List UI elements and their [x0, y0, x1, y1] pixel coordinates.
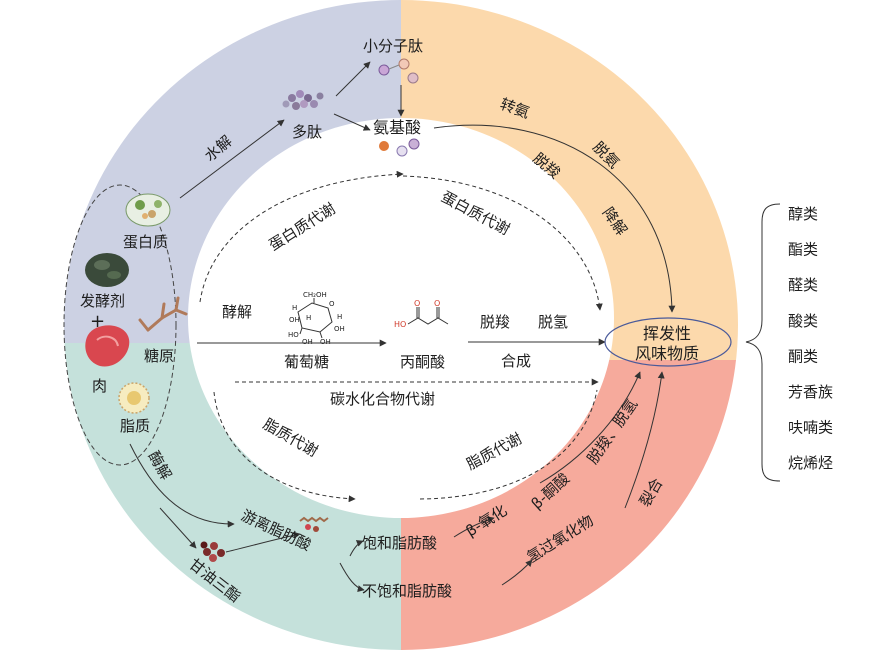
raw-material-oval — [63, 184, 177, 466]
plus-sign: + — [90, 311, 105, 332]
glucose-h-3: H — [306, 314, 311, 322]
protein-arrows — [179, 61, 676, 313]
volatile-class-item: 醇类 — [788, 205, 818, 223]
metabolism-arcs — [199, 170, 603, 503]
arc-lipid-metabolism-left — [213, 391, 356, 503]
triglyceride-icon — [200, 541, 225, 562]
volatile-class-item: 烷烯烃 — [788, 454, 833, 472]
meat-icon — [85, 325, 130, 367]
label-protein-metabolism-left: 蛋白质代谢 — [266, 199, 339, 254]
label-unsaturated-fatty-acid: 不饱和脂肪酸 — [362, 582, 452, 600]
glucose-oh-1: OH — [289, 316, 300, 324]
polypeptide-icon — [282, 90, 324, 110]
label-glucose: 葡萄糖 — [284, 353, 329, 371]
label-lipid-metabolism-left: 脂质代谢 — [260, 415, 321, 461]
small-peptide-icon — [378, 58, 419, 84]
flavor-quadrant — [401, 360, 739, 650]
label-volatile: 挥发性 — [643, 324, 691, 343]
arrow-beta-ketoacid-to-flavor — [539, 371, 641, 484]
arrow-amino-acid-to-flavor — [433, 124, 676, 313]
arrow-triglyceride-to-free-fatty-acid — [225, 531, 301, 553]
pyruvate-o-1: O — [414, 299, 420, 308]
arc-protein-metabolism — [199, 170, 404, 303]
label-lipid: 脂质 — [120, 417, 150, 435]
arrow-lipid-to-free-fatty-acid — [129, 443, 235, 528]
glucose-oh-2: OH — [334, 325, 345, 333]
pyruvate-o-2: O — [434, 299, 440, 308]
volatile-class-item: 芳香族 — [788, 383, 833, 401]
label-saturated-fatty-acid: 饱和脂肪酸 — [362, 534, 437, 552]
volatile-class-item: 酸类 — [788, 312, 818, 330]
lipid-arrows — [129, 371, 665, 593]
label-meat: 肉 — [92, 377, 107, 395]
starter-culture-icon — [85, 253, 129, 287]
label-enzymolysis-glycolysis: 酵解 — [222, 303, 252, 321]
label-starter: 发酵剂 — [80, 292, 125, 310]
arrow-unsaturated-to-hydroperoxide — [501, 559, 533, 586]
arrow-ffa-to-saturated — [349, 540, 364, 557]
protein-quadrant — [64, 0, 401, 343]
pyruvate-ho: HO — [394, 320, 406, 329]
label-amino-acid: 氨基酸 — [373, 118, 421, 137]
volatile-class-item: 醛类 — [788, 276, 818, 294]
label-flavor-compounds: 风味物质 — [635, 344, 699, 363]
label-pyruvate: 丙酮酸 — [400, 353, 445, 371]
label-decarboxylation-carb: 脱羧 — [480, 313, 510, 331]
arrow-hydroperoxide-to-flavor — [624, 371, 665, 509]
glucose-h-2: H — [337, 313, 342, 321]
arc-lipid-metabolism-right — [419, 389, 598, 500]
volatile-class-item: 呋喃类 — [788, 419, 833, 437]
carbohydrate-arrows — [197, 338, 606, 347]
arrow-protein-to-polypeptide — [179, 119, 285, 199]
volatile-class-item: 酯类 — [788, 241, 818, 259]
label-dehydrogenation: 脱氢 — [538, 313, 568, 331]
lipid-droplet-icon — [118, 382, 150, 414]
label-glycogen: 糖原 — [144, 347, 174, 365]
arc-protein-metabolism-right — [402, 175, 603, 311]
glucose-oh-4: OH — [320, 338, 331, 346]
label-carbohydrate-metabolism: 碳水化合物代谢 — [330, 390, 435, 408]
amino-acid-quadrant — [401, 0, 739, 360]
glucose-structure: CH₂OH H O H OH OH H HO OH OH — [288, 291, 345, 346]
class-bracket — [745, 203, 781, 482]
label-protein: 蛋白质 — [123, 233, 168, 251]
glucose-ho: HO — [288, 331, 299, 339]
label-synthesis: 合成 — [501, 352, 531, 370]
label-polypeptide: 多肽 — [292, 123, 322, 141]
free-fatty-acid-icon — [299, 516, 329, 532]
label-lipid-metabolism-right: 脂质代谢 — [463, 429, 524, 473]
glucose-o-ring: O — [329, 300, 335, 308]
arrow-ffa-to-unsaturated — [339, 562, 365, 593]
amino-acid-icon — [379, 138, 420, 157]
arrow-polypeptide-to-amino-acid — [333, 113, 371, 131]
glycogen-icon — [138, 296, 188, 332]
arrow-lipid-to-triglyceride — [159, 507, 197, 549]
pyruvate-structure — [407, 307, 449, 325]
arrow-polypeptide-to-small-peptide — [335, 61, 371, 97]
glucose-oh-3: OH — [302, 338, 313, 346]
volatile-flavor-oval — [604, 317, 732, 367]
protein-food-icon — [125, 193, 171, 227]
arrow-saturated-to-beta-oxidation — [453, 516, 495, 538]
volatile-class-item: 酮类 — [788, 347, 818, 365]
label-small-peptide: 小分子肽 — [363, 37, 423, 55]
glucose-ch2oh: CH₂OH — [303, 291, 327, 299]
glucose-h-1: H — [292, 304, 297, 312]
